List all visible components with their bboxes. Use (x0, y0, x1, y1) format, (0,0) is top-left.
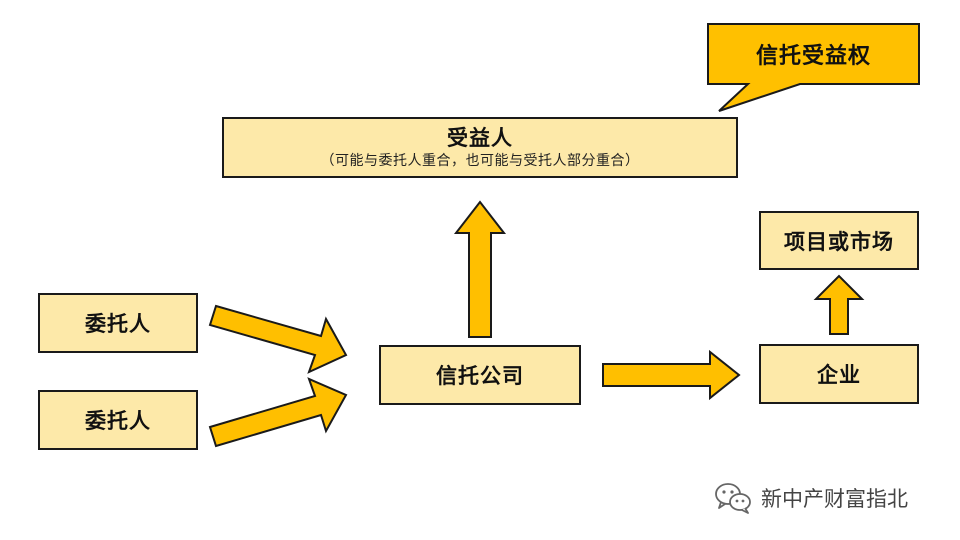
wechat-icon (715, 483, 751, 514)
trust-company-box: 信托公司 (379, 345, 581, 405)
project-market-label: 项目或市场 (784, 228, 894, 254)
beneficiary-title: 受益人 (447, 124, 513, 150)
arrow-enterprise-to-project (813, 274, 865, 335)
enterprise-label: 企业 (817, 362, 861, 387)
project-market-box: 项目或市场 (759, 211, 919, 270)
enterprise-box: 企业 (759, 344, 919, 404)
beneficiary-box: 受益人 （可能与委托人重合，也可能与受托人部分重合） (222, 117, 738, 178)
callout-label: 信托受益权 (755, 43, 871, 69)
entrustor-1-label: 委托人 (85, 311, 151, 336)
beneficiary-note: （可能与委托人重合，也可能与受托人部分重合） (320, 152, 640, 169)
arrow-entrustor1-to-trust (208, 304, 348, 374)
watermark: 新中产财富指北 (713, 478, 908, 518)
arrow-trust-to-beneficiary (453, 200, 507, 338)
trust-company-label: 信托公司 (436, 363, 524, 388)
callout-bubble (707, 23, 920, 112)
entrustor-box-1: 委托人 (38, 293, 198, 353)
arrow-entrustor2-to-trust (208, 377, 348, 448)
arrow-trust-to-enterprise (602, 349, 741, 401)
entrustor-box-2: 委托人 (38, 390, 198, 450)
entrustor-2-label: 委托人 (85, 408, 151, 433)
watermark-text: 新中产财富指北 (761, 487, 908, 511)
